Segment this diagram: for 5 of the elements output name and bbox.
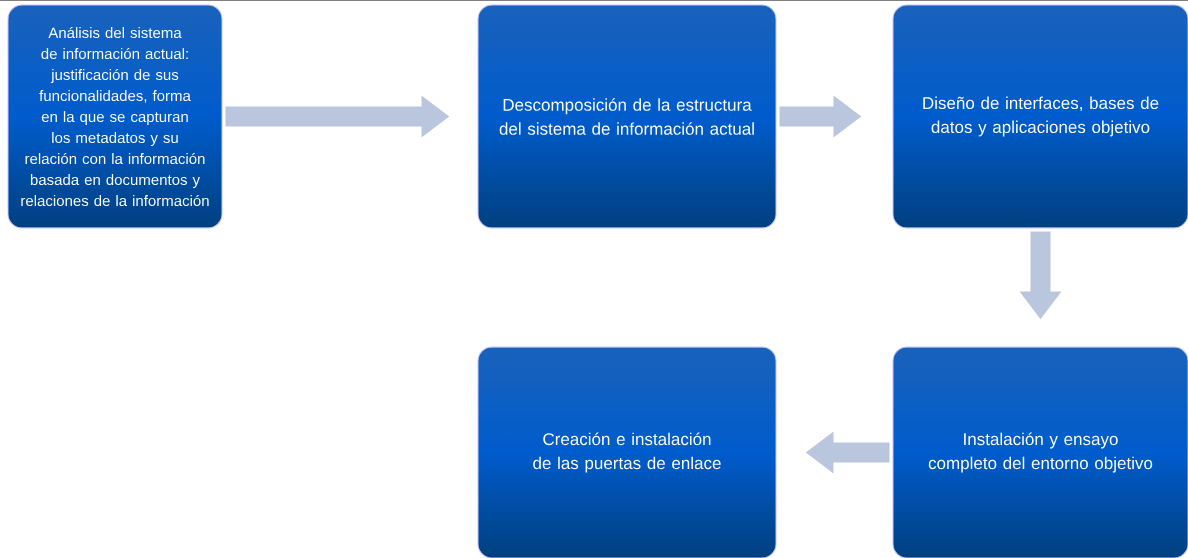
process-box: Instalación y ensayo completo del entorno objetivo xyxy=(892,346,1188,558)
process-box: Creación e instalación de las puertas de enlace xyxy=(477,346,777,558)
process-box: Descomposición de la estructura del sistema de información actual xyxy=(477,4,777,229)
process-box: Análisis del sistema de información actual: justificación de sus funcionalidades, forma en la que se capturan los metadatos y su relación con la información basada en documentos y relaciones de la información xyxy=(7,4,223,229)
process-box: Diseño de interfaces, bases de datos y aplicaciones objetivo xyxy=(892,4,1188,229)
